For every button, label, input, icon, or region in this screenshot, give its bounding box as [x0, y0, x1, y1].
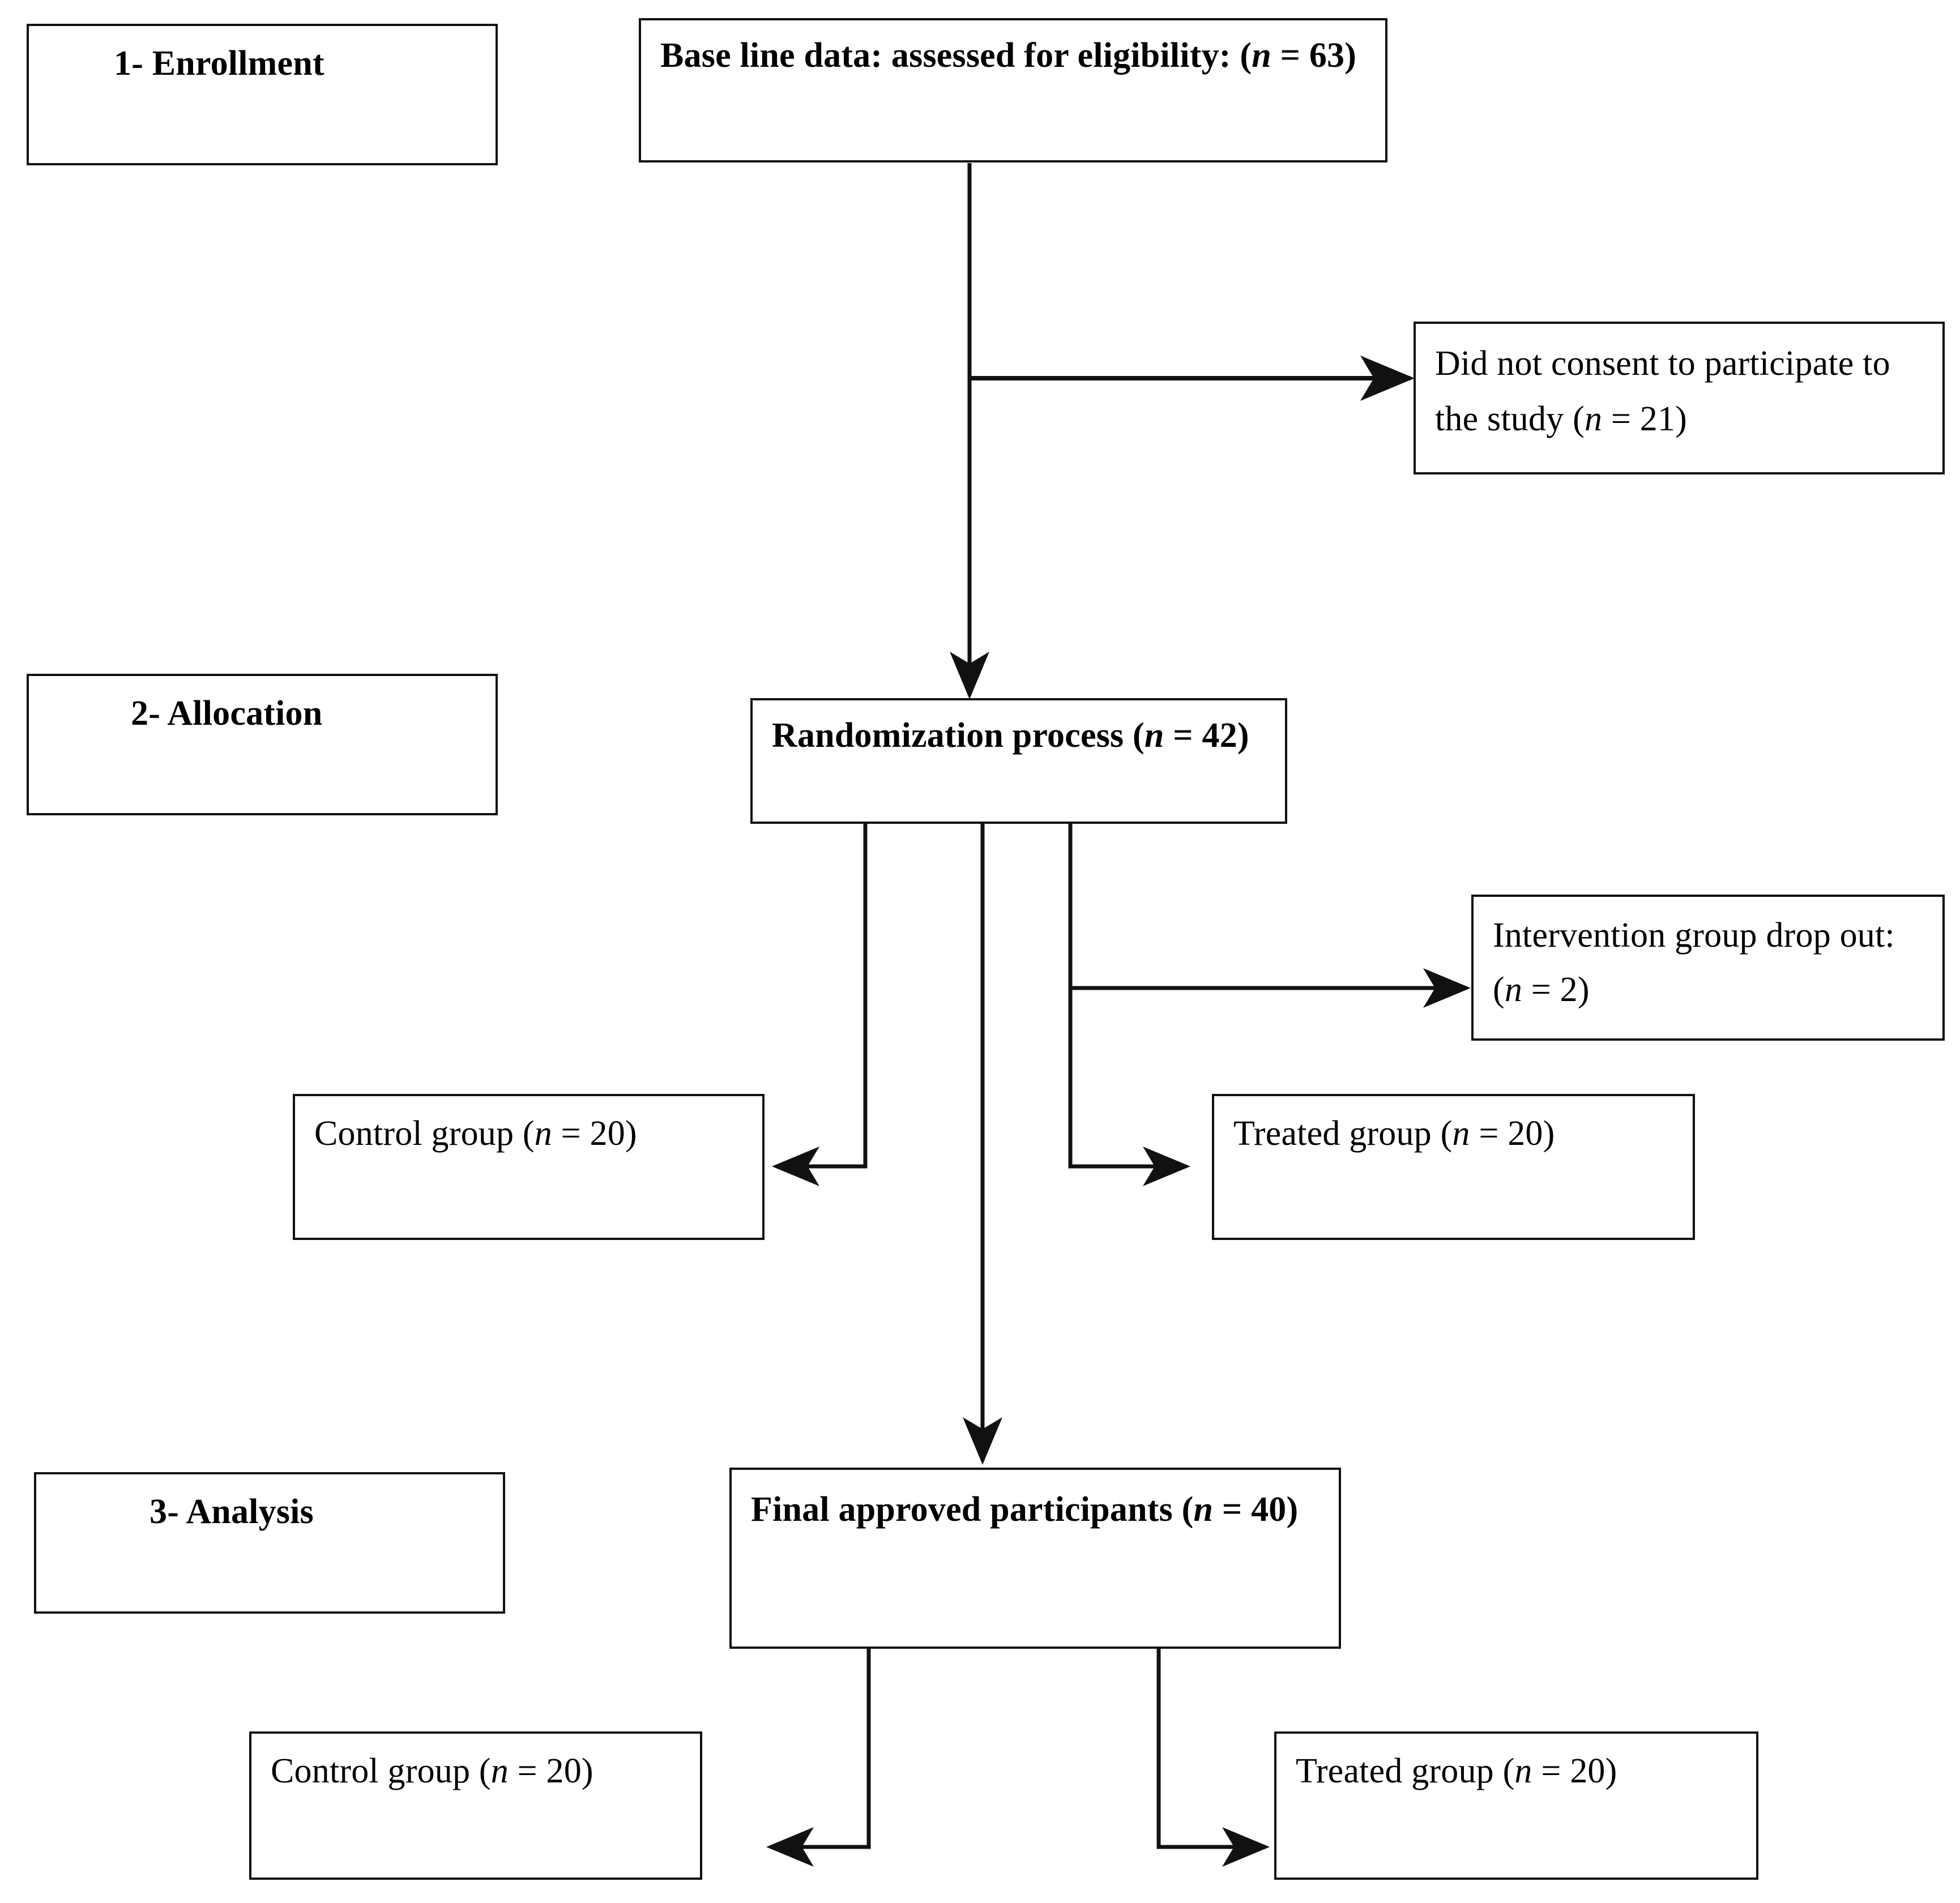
node-intervention-dropout-line1: Intervention group drop out:	[1493, 916, 1895, 955]
node-control-group-allocation: Control group (n = 20)	[293, 1094, 765, 1240]
node-control-group-analysis-text: Control group (n = 20)	[271, 1752, 593, 1790]
node-baseline-data: Base line data: assessed for eligibility…	[639, 18, 1387, 162]
node-treated-group-analysis: Treated group (n = 20)	[1274, 1731, 1758, 1880]
n-symbol: n	[1504, 970, 1523, 1009]
n-symbol: n	[1193, 1490, 1214, 1529]
node-baseline-data-text: Base line data: assessed for eligibility…	[660, 36, 1357, 75]
node-intervention-dropout-line2: (n = 2)	[1493, 970, 1590, 1009]
node-control-group-allocation-text: Control group (n = 20)	[314, 1114, 637, 1153]
node-final-approved: Final approved participants (n = 40)	[729, 1468, 1341, 1649]
n-symbol: n	[1144, 716, 1164, 755]
stage-label-allocation: 2- Allocation	[131, 694, 323, 733]
edge-randomization-to-control	[772, 824, 868, 1186]
n-symbol: n	[1514, 1752, 1532, 1790]
node-did-not-consent-line2: the study (n = 21)	[1435, 400, 1687, 438]
stage-box-allocation: 2- Allocation	[27, 674, 498, 815]
n-symbol: n	[1252, 36, 1271, 75]
edge-randomization-to-treated	[1068, 824, 1190, 1186]
edge-final-to-control	[766, 1649, 871, 1867]
n-symbol: n	[1584, 400, 1603, 438]
node-randomization: Randomization process (n = 42)	[750, 698, 1287, 824]
node-randomization-text: Randomization process (n = 42)	[772, 716, 1249, 755]
stage-box-enrollment: 1- Enrollment	[27, 24, 498, 165]
n-symbol: n	[1452, 1114, 1470, 1153]
n-symbol: n	[534, 1114, 552, 1153]
node-final-approved-text: Final approved participants (n = 40)	[751, 1490, 1299, 1529]
node-treated-group-allocation: Treated group (n = 20)	[1212, 1094, 1695, 1240]
node-treated-group-analysis-text: Treated group (n = 20)	[1296, 1752, 1617, 1790]
node-did-not-consent: Did not consent to participate to the st…	[1414, 322, 1945, 474]
node-intervention-dropout: Intervention group drop out: (n = 2)	[1471, 895, 1945, 1041]
node-treated-group-allocation-text: Treated group (n = 20)	[1233, 1114, 1555, 1153]
edge-final-to-treated	[1156, 1649, 1270, 1867]
stage-label-enrollment: 1- Enrollment	[114, 44, 324, 83]
node-did-not-consent-line1: Did not consent to participate to	[1435, 344, 1890, 383]
stage-label-analysis: 3- Analysis	[150, 1493, 314, 1531]
stage-box-analysis: 3- Analysis	[34, 1472, 505, 1614]
n-symbol: n	[490, 1752, 509, 1790]
node-control-group-analysis: Control group (n = 20)	[249, 1731, 702, 1880]
